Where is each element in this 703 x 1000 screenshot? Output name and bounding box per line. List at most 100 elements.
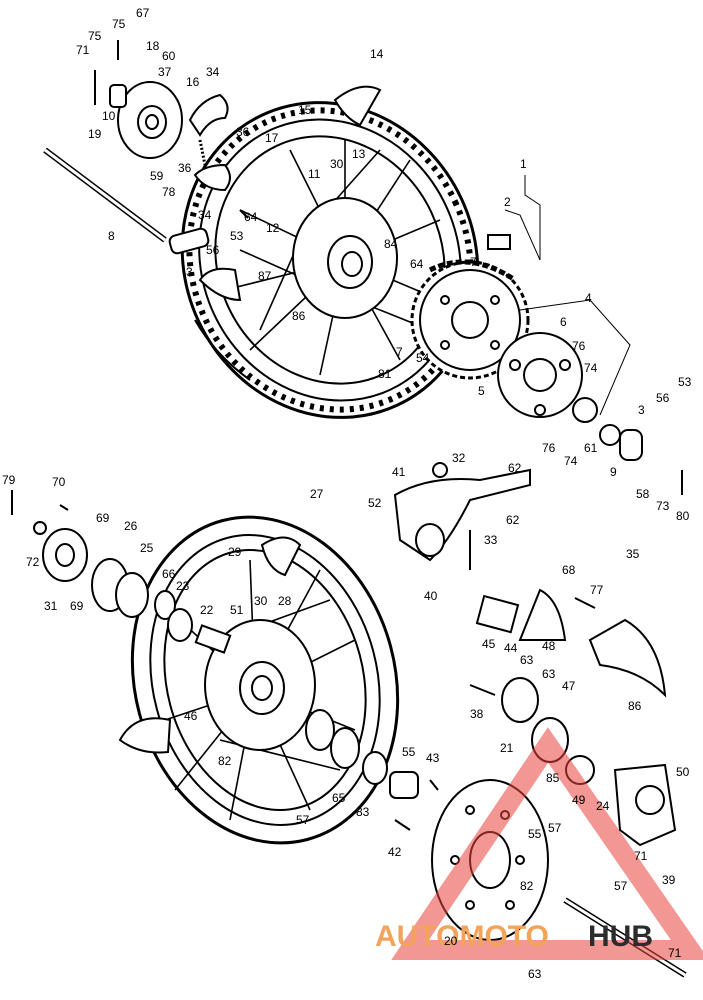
part-label: 30 — [254, 594, 268, 608]
chain-adjuster-left — [168, 227, 210, 255]
part-label: 75 — [88, 29, 102, 43]
sprocket-drum — [497, 332, 643, 461]
part-label: 74 — [564, 454, 578, 468]
part-label: 53 — [678, 375, 692, 389]
part-label: 56 — [656, 391, 670, 405]
drive-chain — [428, 234, 517, 283]
part-label: 17 — [265, 131, 279, 145]
part-label: 11 — [308, 167, 321, 181]
part-label: 44 — [504, 641, 518, 655]
part-label: 87 — [258, 269, 272, 283]
part-label: 30 — [330, 157, 344, 171]
part-label: 29 — [228, 545, 242, 559]
part-label: 69 — [96, 511, 110, 525]
part-label: 26 — [124, 519, 138, 533]
part-label: 63 — [528, 967, 542, 981]
part-label: 67 — [136, 6, 150, 20]
part-label: 62 — [506, 513, 520, 527]
part-label: 65 — [332, 791, 346, 805]
part-label: 21 — [500, 741, 514, 755]
part-label: 32 — [452, 451, 466, 465]
part-label: 35 — [626, 547, 640, 561]
watermark-text-hub: HUB — [588, 920, 653, 953]
part-label: 71 — [76, 43, 90, 57]
part-label: 57 — [614, 879, 628, 893]
part-label: 84 — [384, 237, 398, 251]
part-label: 10 — [102, 109, 116, 123]
part-label: 19 — [88, 127, 102, 141]
part-label: 34 — [198, 208, 212, 222]
rear-brake-panel — [94, 40, 231, 192]
part-label: 77 — [590, 583, 604, 597]
part-label: 48 — [542, 639, 556, 653]
part-label: 3 — [638, 403, 645, 417]
part-label: 55 — [402, 745, 416, 759]
part-label: 70 — [52, 475, 66, 489]
part-label: 6 — [560, 315, 567, 329]
part-label: 45 — [482, 637, 496, 651]
part-label: 15 — [298, 103, 312, 117]
part-label: 8 — [108, 229, 115, 243]
front-tire — [130, 515, 400, 845]
part-label: 55 — [528, 827, 542, 841]
part-label: 20 — [444, 934, 458, 948]
part-label: 74 — [584, 361, 598, 375]
part-label: 86 — [628, 699, 642, 713]
part-label: 69 — [70, 599, 84, 613]
part-label: 38 — [470, 707, 484, 721]
part-label: 9 — [610, 465, 617, 479]
part-label: 78 — [162, 185, 176, 199]
rear-axle — [43, 147, 167, 243]
part-label: 43 — [426, 751, 440, 765]
part-label: 7 — [396, 345, 403, 359]
swing-arm — [393, 462, 531, 570]
front-hub-disc — [204, 619, 316, 751]
part-label: 62 — [508, 461, 522, 475]
watermark-text-auto: AUTOMOTO — [375, 920, 549, 953]
part-label: 61 — [584, 441, 598, 455]
part-label: 64 — [244, 210, 258, 224]
rear-wheel-assembly — [180, 85, 480, 419]
part-label: 31 — [44, 599, 58, 613]
automotohub-watermark: AUTOMOTO HUB — [375, 727, 703, 960]
part-label: 18 — [146, 39, 160, 53]
part-label: 71 — [634, 849, 648, 863]
part-label: 46 — [184, 709, 198, 723]
part-label: 52 — [368, 496, 382, 510]
part-label: 82 — [520, 879, 534, 893]
part-label: 22 — [200, 603, 214, 617]
part-label: 39 — [662, 873, 676, 887]
front-axle — [563, 897, 687, 978]
part-label: 60 — [162, 49, 176, 63]
part-label: 41 — [392, 465, 406, 479]
brake-arm — [588, 618, 667, 698]
part-label: 5 — [478, 384, 485, 398]
part-label: 72 — [26, 555, 40, 569]
part-label: 2 — [504, 195, 511, 209]
part-label: 27 — [310, 487, 324, 501]
part-label: 86 — [292, 309, 306, 323]
part-label: 71 — [668, 946, 682, 960]
part-label: 25 — [140, 541, 154, 555]
part-label: 75 — [112, 17, 126, 31]
part-label: 3 — [186, 265, 193, 279]
part-label: 42 — [388, 845, 402, 859]
part-label: 13 — [352, 147, 366, 161]
part-label: 57 — [296, 813, 310, 827]
front-right-bearings — [305, 709, 419, 799]
callout-brackets — [504, 175, 631, 416]
part-label: 76 — [542, 441, 556, 455]
part-label: 63 — [520, 653, 534, 667]
part-label: 34 — [206, 65, 220, 79]
part-label: 59 — [150, 169, 164, 183]
part-label: 47 — [562, 679, 576, 693]
part-label: 79 — [2, 473, 16, 487]
part-label: 49 — [572, 793, 586, 807]
part-label: 53 — [230, 229, 244, 243]
part-label: 76 — [572, 339, 586, 353]
part-label: 56 — [206, 243, 220, 257]
part-label: 58 — [636, 487, 650, 501]
part-label: 50 — [676, 765, 690, 779]
rear-tire — [180, 101, 480, 419]
